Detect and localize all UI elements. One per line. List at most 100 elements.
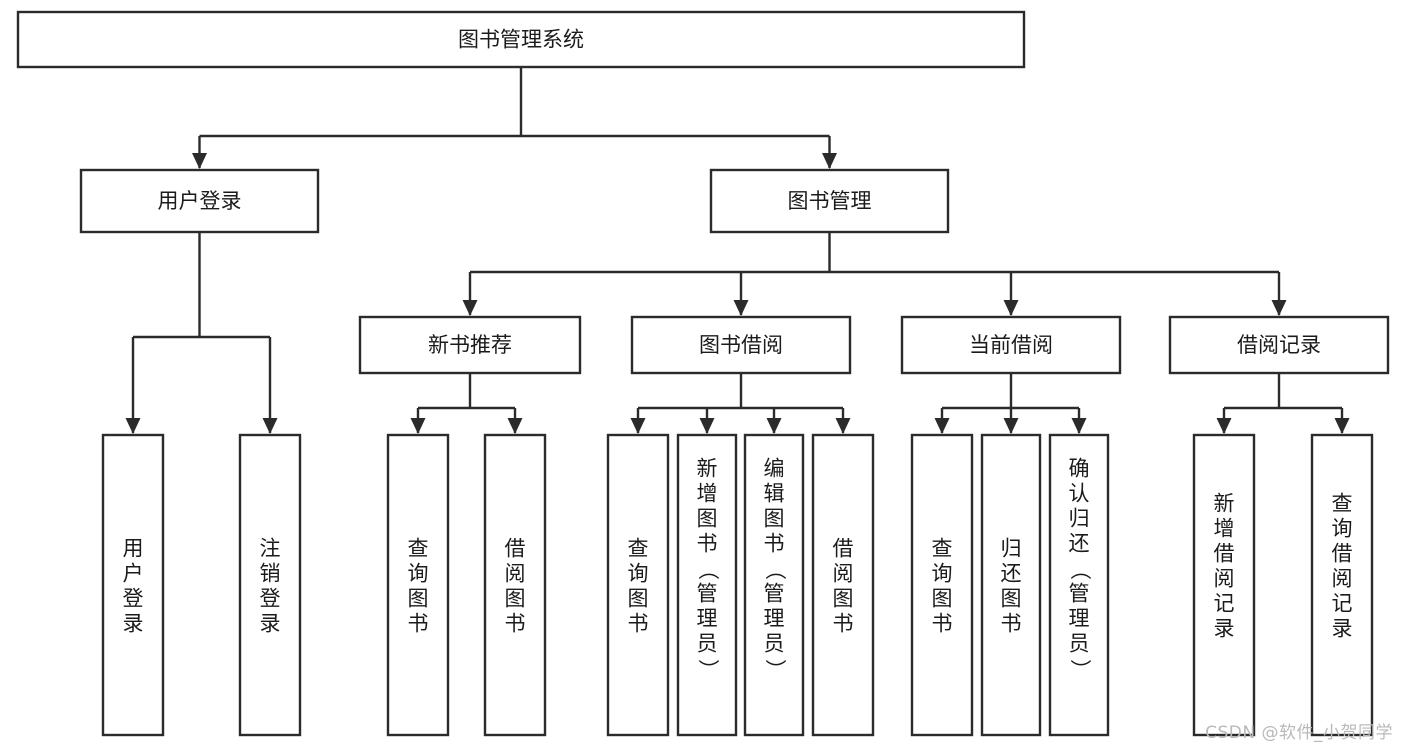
arrow-head-icon	[822, 153, 837, 169]
svg-text:确: 确	[1069, 457, 1090, 481]
node-label-book-borrow: 图书借阅	[699, 333, 783, 357]
svg-text:理: 理	[764, 607, 785, 631]
svg-text:书: 书	[932, 612, 953, 636]
svg-text:书: 书	[505, 612, 526, 636]
node-box-leaf-borrow-book-2	[811, 433, 875, 737]
node-box-leaf-user-login	[101, 433, 165, 737]
arrow-head-icon	[262, 418, 278, 434]
node-box-user-login	[79, 168, 320, 234]
svg-text:（: （	[763, 559, 787, 580]
node-leaf-user-login[interactable]: 用户登录	[101, 433, 165, 737]
svg-text:新: 新	[697, 457, 718, 481]
svg-text:记: 记	[1214, 592, 1235, 616]
watermark-text: CSDN @软件_小贺同学	[1205, 723, 1393, 743]
arrow-head-icon	[410, 418, 426, 434]
svg-text:书: 书	[697, 532, 718, 556]
node-box-leaf-query-book-2	[606, 433, 670, 737]
svg-text:销: 销	[260, 562, 281, 586]
node-box-root	[16, 10, 1026, 69]
arrow-head-icon	[934, 418, 950, 434]
svg-text:增: 增	[1214, 517, 1235, 541]
svg-text:阅: 阅	[1332, 567, 1353, 591]
svg-text:查: 查	[932, 537, 953, 561]
node-current-borrow[interactable]: 当前借阅	[900, 315, 1122, 375]
node-box-leaf-logout	[238, 433, 302, 737]
edges-from-book-borrow	[630, 373, 851, 434]
svg-text:图: 图	[932, 587, 953, 611]
svg-text:询: 询	[932, 562, 953, 586]
svg-text:归: 归	[1001, 537, 1022, 561]
svg-text:询: 询	[1332, 517, 1353, 541]
arrow-head-icon	[507, 418, 523, 434]
svg-text:还: 还	[1069, 532, 1090, 556]
node-book-borrow[interactable]: 图书借阅	[630, 315, 852, 375]
svg-text:管: 管	[1069, 582, 1090, 606]
svg-text:归: 归	[1069, 507, 1090, 531]
edges-from-new-book-recommend	[410, 373, 523, 434]
node-new-book-recommend[interactable]: 新书推荐	[358, 315, 582, 375]
node-label-new-book-recommend: 新书推荐	[428, 333, 512, 357]
svg-text:注: 注	[260, 537, 281, 561]
arrow-head-icon	[462, 300, 478, 316]
svg-text:查: 查	[408, 537, 429, 561]
node-label-user-login: 用户登录	[158, 189, 242, 213]
node-box-current-borrow	[900, 315, 1122, 375]
svg-text:辑: 辑	[764, 482, 785, 506]
svg-text:借: 借	[1332, 542, 1353, 566]
svg-text:用: 用	[123, 537, 144, 561]
node-root[interactable]: 图书管理系统	[16, 10, 1026, 69]
svg-text:借: 借	[833, 537, 854, 561]
svg-text:）: ）	[696, 659, 720, 680]
svg-text:录: 录	[1332, 617, 1353, 641]
svg-text:录: 录	[1214, 617, 1235, 641]
node-user-login[interactable]: 用户登录	[79, 168, 320, 234]
svg-text:借: 借	[1214, 542, 1235, 566]
arrow-head-icon	[1334, 418, 1350, 434]
svg-text:询: 询	[628, 562, 649, 586]
node-book-management[interactable]: 图书管理	[709, 168, 950, 234]
svg-text:（: （	[696, 559, 720, 580]
node-box-leaf-add-record	[1192, 433, 1256, 737]
svg-text:）: ）	[1068, 659, 1092, 680]
svg-text:管: 管	[764, 582, 785, 606]
svg-text:（: （	[1068, 559, 1092, 580]
svg-text:阅: 阅	[833, 562, 854, 586]
svg-text:书: 书	[628, 612, 649, 636]
arrow-head-icon	[835, 418, 851, 434]
svg-text:理: 理	[697, 607, 718, 631]
node-label-root: 图书管理系统	[458, 28, 584, 52]
arrow-head-icon	[1003, 418, 1019, 434]
svg-text:编: 编	[764, 457, 785, 481]
connectors-layer	[125, 67, 1350, 434]
node-box-book-management	[709, 168, 950, 234]
svg-text:新: 新	[1214, 492, 1235, 516]
svg-text:图: 图	[408, 587, 429, 611]
svg-text:阅: 阅	[1214, 567, 1235, 591]
node-box-book-borrow	[630, 315, 852, 375]
node-box-leaf-return-book	[980, 433, 1042, 737]
arrow-head-icon	[766, 418, 782, 434]
node-borrow-record[interactable]: 借阅记录	[1168, 315, 1390, 375]
edges-from-current-borrow	[934, 373, 1087, 434]
